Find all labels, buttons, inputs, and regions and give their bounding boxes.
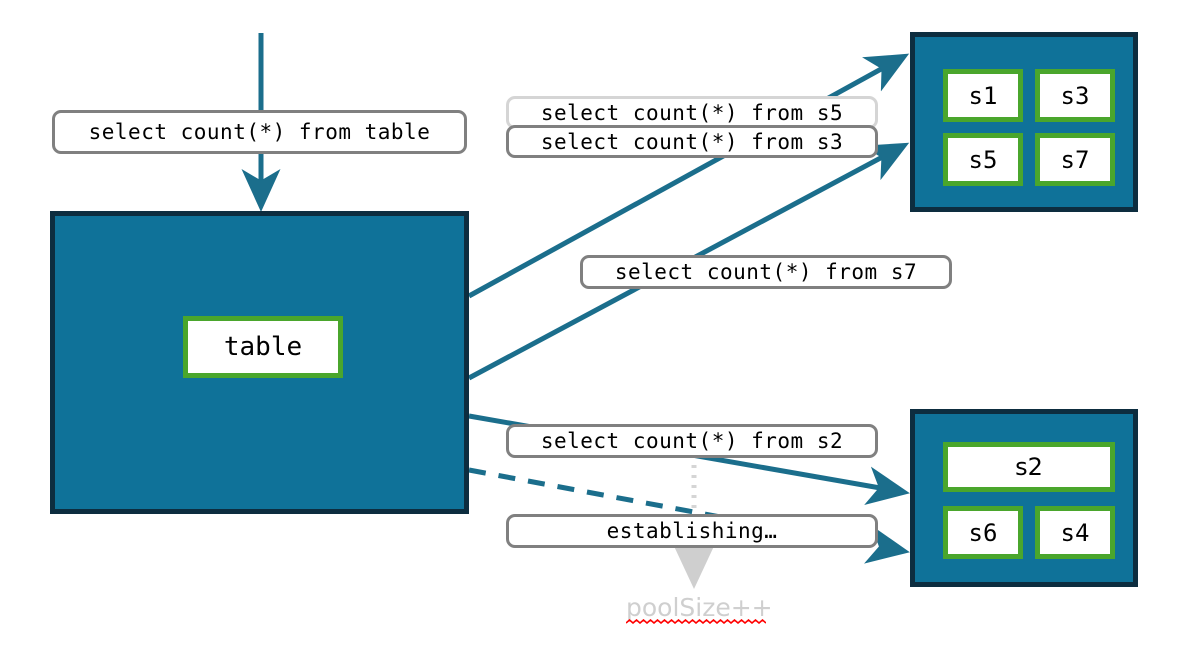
node-s4[interactable]: s4: [1035, 506, 1115, 559]
query-label-s2[interactable]: select count(*) from s2: [506, 424, 878, 458]
pool-size-counter: poolSize++: [626, 593, 773, 624]
spellcheck-underline-icon: [626, 619, 766, 624]
node-s6[interactable]: s6: [943, 506, 1023, 559]
node-s2[interactable]: s2: [943, 442, 1115, 492]
query-label-s7[interactable]: select count(*) from s7: [580, 255, 952, 289]
node-table[interactable]: table: [183, 316, 343, 378]
status-establishing[interactable]: establishing…: [506, 514, 878, 548]
node-s1[interactable]: s1: [943, 69, 1023, 122]
table-panel: table: [50, 211, 469, 514]
query-label-table[interactable]: select count(*) from table: [52, 110, 467, 154]
query-label-s3[interactable]: select count(*) from s3: [506, 125, 878, 158]
cluster-bottom: s2 s6 s4: [910, 409, 1138, 587]
pool-size-label: poolSize++: [626, 593, 773, 622]
cluster-top: s1 s3 s5 s7: [910, 32, 1138, 212]
node-s7[interactable]: s7: [1035, 133, 1115, 186]
node-s5[interactable]: s5: [943, 133, 1023, 186]
node-s3[interactable]: s3: [1035, 69, 1115, 122]
